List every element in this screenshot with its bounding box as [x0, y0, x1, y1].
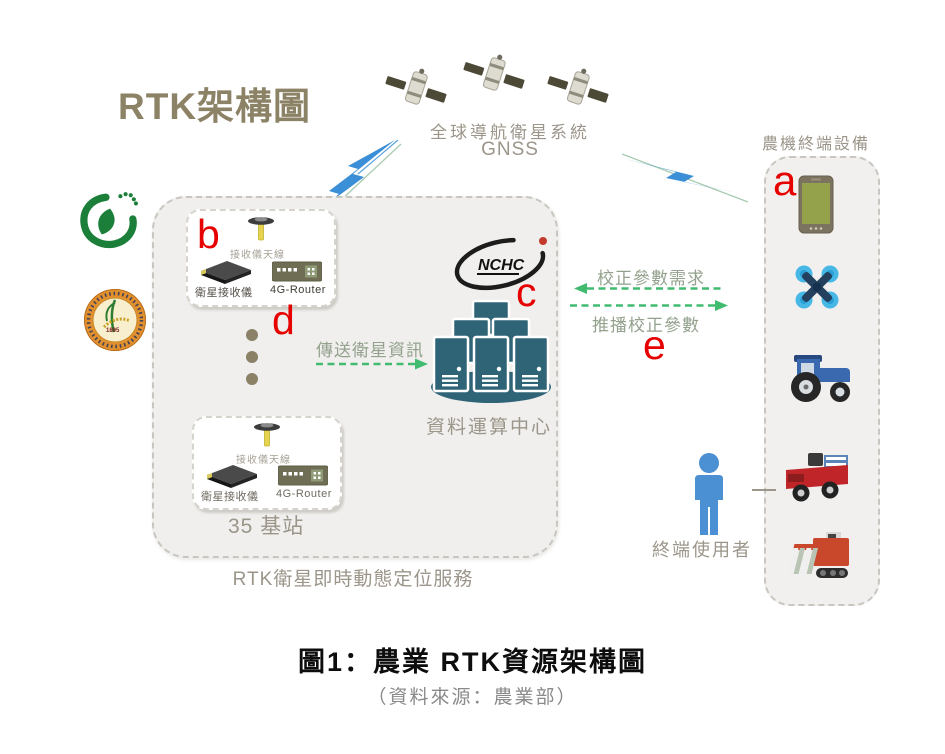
router-label: 4G-Router	[270, 284, 326, 296]
smartphone-icon	[798, 175, 834, 234]
gnss-label-zh: 全球導航衛星系統	[430, 123, 590, 142]
tractor-icon	[791, 355, 850, 402]
gnss-label-en: GNSS	[481, 139, 539, 160]
agriculture-council-logo	[80, 192, 138, 249]
base-station-bottom: 接收儀天線 衛星接收儀 4G-Router	[192, 416, 342, 510]
satellite-icon	[385, 68, 447, 105]
drone-icon	[795, 265, 839, 309]
letter-label-d: d	[272, 297, 295, 343]
correction-request-arrow-icon	[574, 283, 724, 294]
end-user-connector-dash	[752, 489, 776, 491]
send-satellite-arrow-icon	[316, 358, 428, 370]
agricultural-research-institute-seal: 1895	[84, 289, 146, 351]
page-title: RTK架構圖	[118, 86, 312, 127]
harvester-icon	[787, 532, 849, 578]
signal-bolt-left-icon	[309, 140, 402, 216]
satellite-receiver-icon	[201, 261, 251, 284]
terminal-equipment-title: 農機終端設備	[762, 136, 871, 153]
correction-request-label: 校正參數需求	[597, 269, 705, 288]
ellipsis-dot	[246, 329, 258, 341]
base-station-top: b 接收儀天線 衛星接收儀 4G-Router	[186, 209, 336, 307]
router-label: 4G-Router	[276, 488, 332, 500]
ellipsis-dot	[246, 373, 258, 385]
seal-year: 1895	[106, 328, 120, 334]
figure-source: （資料來源：農業部）	[367, 687, 578, 708]
receiver-antenna-icon	[254, 423, 280, 447]
signal-bolt-right-icon	[622, 153, 749, 203]
terminal-equipment-box: a	[764, 156, 880, 606]
stations-count-label: 35 基站	[228, 515, 305, 538]
farm-truck-icon	[786, 453, 848, 502]
letter-label-e: e	[643, 322, 666, 368]
data-center-label: 資料運算中心	[425, 417, 552, 438]
data-center-icon	[431, 299, 551, 403]
antenna-label: 接收儀天線	[230, 250, 285, 261]
gnss-satellite-group	[385, 50, 625, 120]
receiver-label: 衛星接收儀	[195, 287, 253, 299]
figure-caption: 圖1：農業 RTK資源架構圖	[297, 647, 647, 677]
receiver-label: 衛星接收儀	[201, 491, 259, 503]
letter-label-a: a	[773, 157, 797, 204]
receiver-antenna-icon	[248, 217, 274, 241]
nchc-logo: NCHC	[454, 237, 547, 291]
letter-label-b: b	[197, 211, 220, 257]
end-user-label: 終端使用者	[652, 540, 752, 560]
router-icon	[278, 465, 328, 486]
satellite-icon	[547, 68, 609, 105]
correction-push-label: 推播校正參數	[592, 316, 700, 335]
correction-push-arrow-icon	[570, 300, 728, 311]
ellipsis-dot	[246, 351, 258, 363]
nchc-logo-text: NCHC	[478, 257, 525, 274]
antenna-label: 接收儀天線	[236, 455, 291, 466]
send-satellite-info-label: 傳送衛星資訊	[316, 341, 424, 360]
satellite-icon	[463, 54, 525, 91]
end-user-icon	[695, 453, 723, 535]
letter-label-c: c	[516, 269, 537, 315]
rtk-service-caption: RTK衛星即時動態定位服務	[232, 569, 474, 590]
router-icon	[272, 261, 322, 282]
satellite-receiver-icon	[207, 465, 257, 488]
